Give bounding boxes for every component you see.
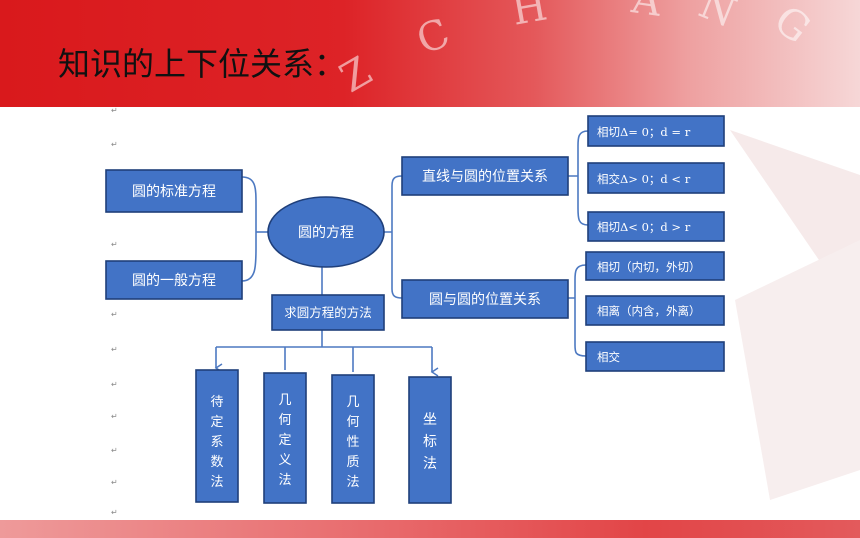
left-node-label: 圆的一般方程	[132, 273, 216, 289]
method-leaf-label: 坐标法	[423, 412, 437, 472]
center-ellipse	[267, 196, 385, 268]
paragraph-mark: ↵	[111, 310, 118, 319]
method-leaf-box	[408, 376, 452, 504]
method-leaf-box	[331, 374, 375, 504]
relation-node-box	[401, 156, 569, 196]
relation-leaf-box	[587, 115, 725, 147]
connector-left-brace	[241, 176, 257, 282]
relation-leaf-box	[585, 341, 725, 372]
left-node-box	[105, 260, 243, 300]
left-node-label: 圆的标准方程	[132, 184, 216, 200]
relation-nodes: 直线与圆的位置关系 圆与圆的位置关系	[401, 156, 569, 319]
connector-center-to-relations	[384, 175, 403, 299]
method-leaf-label: 待定系数法	[210, 395, 223, 490]
header-band	[0, 0, 860, 107]
connector-relation1-brace	[568, 130, 589, 226]
center-label: 圆的方程	[298, 225, 354, 241]
paragraph-mark: ↵	[111, 446, 118, 455]
paragraph-mark: ↵	[111, 240, 118, 249]
relation-node-label: 直线与圆的位置关系	[422, 168, 548, 185]
method-label: 求圆方程的方法	[284, 305, 372, 320]
method-leaves: 待定系数法 几何定义法 几何性质法 坐标法	[195, 369, 452, 504]
slide-title: 知识的上下位关系：	[58, 45, 347, 83]
relation-node-label: 圆与圆的位置关系	[429, 292, 541, 308]
paragraph-mark: ↵	[111, 106, 118, 115]
method-leaf-box	[263, 372, 307, 504]
paragraph-mark: ↵	[111, 508, 118, 517]
relation-leaf-label: 相切Δ= 0；d = r	[597, 125, 691, 139]
relation-leaf-label: 相离（内含，外离）	[597, 304, 701, 318]
connectors	[214, 130, 589, 377]
relation-leaf-box	[587, 162, 725, 194]
relation-leaf-label: 相切Δ< 0；d > r	[597, 220, 691, 234]
left-node-box	[105, 169, 243, 213]
bottom-band	[0, 520, 860, 538]
method-node: 求圆方程的方法	[271, 294, 385, 331]
relation-leaf-box	[587, 211, 725, 242]
center-node: 圆的方程	[267, 196, 385, 268]
paragraph-mark: ↵	[111, 140, 118, 149]
relation-leaf-label: 相交Δ> 0；d < r	[597, 172, 691, 186]
method-leaf-label: 几何定义法	[278, 393, 291, 488]
connector-relation2-brace	[568, 264, 587, 357]
paragraph-mark: ↵	[111, 345, 118, 354]
relation-leaf-label: 相切（内切，外切）	[597, 260, 701, 274]
method-leaf-label: 几何性质法	[346, 395, 359, 490]
paragraph-mark: ↵	[111, 412, 118, 421]
relation-node-box	[401, 279, 569, 319]
relation-leaves: 相切Δ= 0；d = r 相交Δ> 0；d < r 相切Δ< 0；d > r 相…	[585, 115, 725, 372]
method-box	[271, 294, 385, 331]
method-leaf-box	[195, 369, 239, 503]
paragraph-mark: ↵	[111, 478, 118, 487]
left-nodes: 圆的标准方程 圆的一般方程	[105, 169, 243, 300]
relation-leaf-label: 相交	[597, 350, 620, 364]
paragraph-mark: ↵	[111, 380, 118, 389]
relation-leaf-box	[585, 295, 725, 326]
relation-leaf-box	[585, 251, 725, 281]
